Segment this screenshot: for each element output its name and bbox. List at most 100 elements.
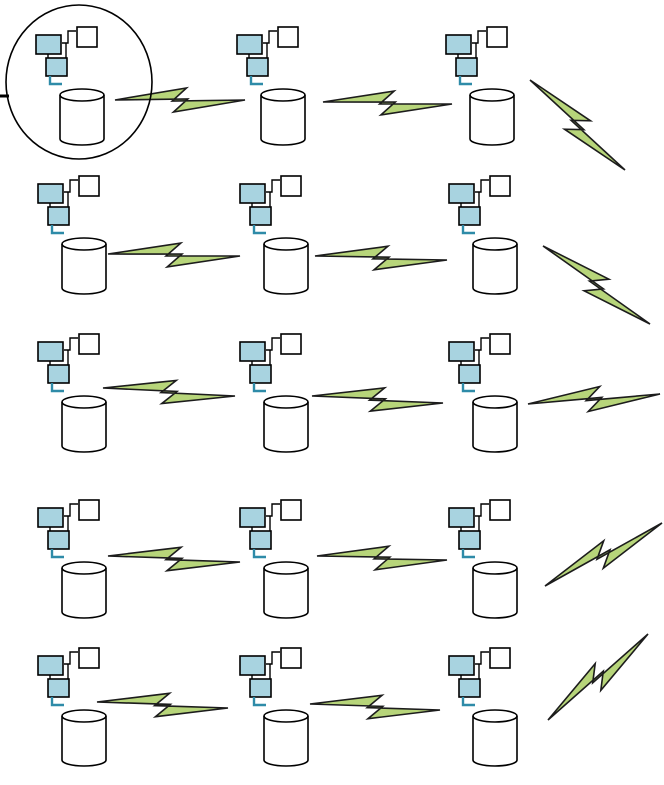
workstation-node-3-2 (239, 333, 309, 453)
monitor-icon (37, 341, 64, 362)
computer-icon (47, 206, 70, 226)
peripheral-icon (78, 175, 100, 197)
cable-icon (64, 179, 78, 193)
database-rim-icon (263, 401, 309, 409)
peripheral-icon (280, 647, 302, 669)
database-icon (61, 395, 107, 453)
workstation-node-3-1 (37, 333, 107, 453)
database-icon (61, 561, 107, 619)
connector-icon (461, 549, 475, 559)
lightning-link-icon (311, 386, 444, 413)
peripheral-icon (78, 647, 100, 669)
peripheral-icon (489, 647, 511, 669)
lightning-link-icon (102, 379, 236, 405)
peripheral-icon (280, 333, 302, 355)
database-rim-icon (61, 715, 107, 723)
database-icon (472, 237, 518, 295)
workstation-node-4-3 (448, 499, 518, 619)
connector-icon (50, 697, 64, 707)
lightning-link-icon (322, 89, 453, 117)
computer-icon (455, 57, 478, 77)
workstation-node-5-1 (37, 647, 107, 767)
connector-icon (252, 383, 266, 393)
peripheral-icon (76, 26, 98, 48)
cable-icon (266, 337, 280, 351)
peripheral-icon (489, 333, 511, 355)
workstation-node-2-1 (37, 175, 107, 295)
database-rim-icon (263, 715, 309, 723)
workstation-node-5-2 (239, 647, 309, 767)
workstation-node-2-2 (239, 175, 309, 295)
computer-icon (249, 364, 272, 384)
cable-icon (475, 179, 489, 193)
monitor-icon (236, 34, 263, 55)
database-icon (263, 709, 309, 767)
database-icon (263, 395, 309, 453)
monitor-icon (448, 507, 475, 528)
database-rim-icon (61, 567, 107, 575)
database-rim-icon (59, 94, 105, 102)
cable-icon (263, 30, 277, 44)
computer-icon (458, 364, 481, 384)
computer-icon (47, 530, 70, 550)
monitor-icon (239, 507, 266, 528)
computer-icon (47, 364, 70, 384)
database-rim-icon (263, 243, 309, 251)
monitor-icon (448, 655, 475, 676)
lightning-link-icon (96, 692, 229, 718)
lightning-link-icon (547, 633, 649, 721)
connector-icon (461, 383, 475, 393)
peripheral-icon (78, 499, 100, 521)
connector-icon (252, 697, 266, 707)
cable-icon (266, 179, 280, 193)
lightning-link-icon (314, 245, 448, 271)
computer-icon (458, 678, 481, 698)
cable-icon (266, 503, 280, 517)
database-icon (472, 395, 518, 453)
monitor-icon (239, 655, 266, 676)
database-icon (59, 88, 105, 146)
connector-icon (461, 697, 475, 707)
computer-icon (246, 57, 269, 77)
computer-icon (249, 206, 272, 226)
peripheral-icon (489, 175, 511, 197)
database-icon (469, 88, 515, 146)
cable-icon (64, 337, 78, 351)
workstation-node-1-2 (236, 26, 306, 146)
monitor-icon (37, 507, 64, 528)
connector-icon (50, 549, 64, 559)
cable-icon (475, 503, 489, 517)
computer-icon (47, 678, 70, 698)
lightning-link-icon (316, 545, 448, 571)
workstation-node-1-1 (35, 26, 105, 146)
connector-icon (50, 383, 64, 393)
monitor-icon (239, 183, 266, 204)
database-rim-icon (260, 94, 306, 102)
highlight-circle (5, 4, 153, 160)
connector-icon (461, 225, 475, 235)
database-icon (263, 237, 309, 295)
monitor-icon (448, 183, 475, 204)
peripheral-icon (78, 333, 100, 355)
peripheral-icon (280, 175, 302, 197)
cable-icon (62, 30, 76, 44)
workstation-node-4-1 (37, 499, 107, 619)
database-icon (472, 561, 518, 619)
database-rim-icon (472, 715, 518, 723)
lightning-link-icon (527, 385, 661, 413)
peripheral-icon (280, 499, 302, 521)
peripheral-icon (277, 26, 299, 48)
cable-icon (64, 503, 78, 517)
monitor-icon (37, 183, 64, 204)
lightning-link-icon (309, 694, 441, 720)
workstation-node-5-3 (448, 647, 518, 767)
lightning-link-icon (542, 245, 651, 325)
peripheral-icon (486, 26, 508, 48)
database-icon (61, 709, 107, 767)
database-icon (472, 709, 518, 767)
peripheral-icon (489, 499, 511, 521)
lightning-link-icon (544, 522, 663, 587)
monitor-icon (37, 655, 64, 676)
